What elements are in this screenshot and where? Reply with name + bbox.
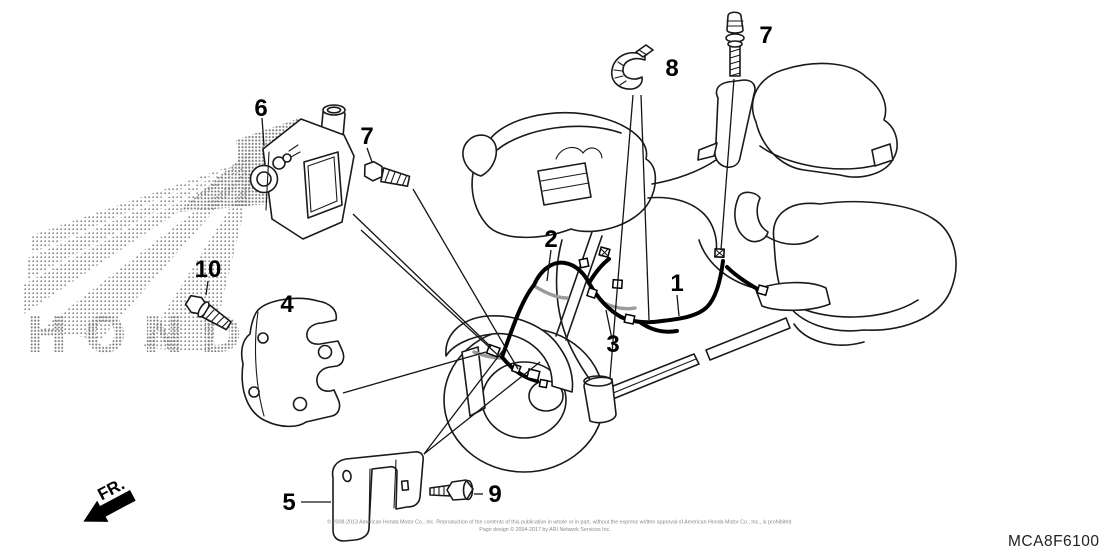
part-7-screw-top (725, 11, 745, 77)
callout-6: 6 (254, 95, 267, 122)
callout-3: 3 (606, 331, 619, 358)
callout-9: 9 (488, 481, 501, 508)
copyright-line-2: Page design © 2004-2017 by ARI Network S… (479, 526, 610, 533)
part-4-bracket (240, 297, 345, 428)
callout-1: 1 (670, 270, 683, 297)
halftone-watermark: HONDA (24, 118, 300, 364)
wire-harness (472, 246, 769, 389)
fr-direction-arrow: FR. (83, 474, 136, 522)
part-7-bolt-left (363, 160, 411, 187)
harness-connector (623, 313, 636, 325)
callout-7-top: 7 (759, 22, 772, 49)
part-8-clamp (610, 44, 654, 90)
part-5-bracket (331, 451, 424, 542)
callout-2: 2 (544, 226, 557, 253)
arrow-icon (83, 490, 136, 522)
callout-8: 8 (665, 55, 678, 82)
harness-connector (586, 287, 598, 299)
copyright-line-1: © 2008-2013 American Honda Motor Co., In… (327, 519, 793, 526)
harness-connector (578, 257, 590, 269)
part-9-bolt (429, 479, 474, 501)
leader-lines (205, 78, 735, 503)
callouts: 1 2 3 4 5 6 7 7 8 9 10 (195, 22, 773, 516)
motorcycle-outline (443, 62, 957, 473)
callout-4: 4 (280, 291, 294, 318)
callout-5: 5 (282, 489, 295, 516)
harness-connector (756, 284, 769, 297)
callout-7-left: 7 (360, 123, 373, 150)
part-10-bolt (184, 294, 232, 331)
antenna-mount (526, 368, 541, 382)
harness-clip (538, 378, 549, 389)
part-6-antenna-bracket (249, 104, 355, 240)
harness-clip (510, 363, 522, 375)
callout-10: 10 (195, 256, 222, 283)
diagram-code: MCA8F6100 (1008, 533, 1100, 550)
